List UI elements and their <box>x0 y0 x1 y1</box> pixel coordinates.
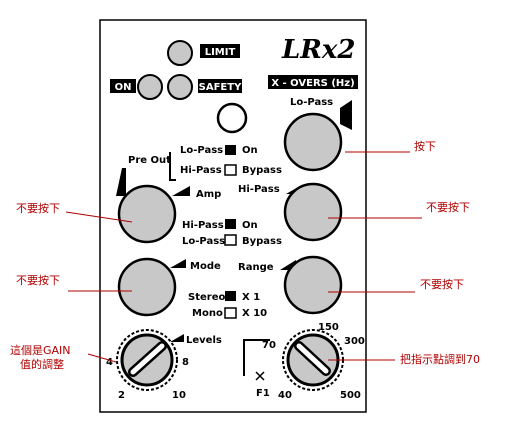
on-label-bg <box>110 79 136 93</box>
amp-wedge <box>172 186 190 196</box>
freq-tick-70: 70 <box>262 340 276 351</box>
freq-tick-40: 40 <box>278 390 292 401</box>
safety-led <box>167 74 193 100</box>
sw2-bypass: Bypass <box>242 236 282 247</box>
hipass-knob[interactable] <box>283 182 343 242</box>
sw2-top <box>225 219 236 229</box>
ann-mode: 不要按下 <box>16 273 60 287</box>
sw2-bottom <box>224 234 237 246</box>
xovers-label: X - OVERS (Hz) <box>271 78 354 89</box>
switch1-bracket <box>169 152 176 181</box>
freq-tick-500: 500 <box>340 390 361 401</box>
ann-line-gain <box>87 353 117 363</box>
f1-label: F1 <box>256 388 270 399</box>
freq-tick-300: 300 <box>344 336 365 347</box>
lopass-wedge <box>340 100 352 130</box>
levels-tick-4: 4 <box>106 357 113 368</box>
xovers-label-bg <box>268 75 358 89</box>
limit-label: LIMIT <box>205 47 236 58</box>
mode-label: Mode <box>190 261 221 272</box>
levels-tick-2: 2 <box>118 390 125 401</box>
ann-range: 不要按下 <box>420 277 464 291</box>
hipass-label: Hi-Pass <box>238 184 280 195</box>
sw3-a: Stereo <box>188 292 225 303</box>
sw2-a: Hi-Pass <box>182 220 224 231</box>
sw1-a: Lo-Pass <box>180 145 223 156</box>
limit-label-bg <box>200 44 240 58</box>
sw3-b: Mono <box>192 308 223 319</box>
logo: LRx2 <box>281 35 355 65</box>
freq-tick-150: 150 <box>318 322 339 333</box>
sw1-top <box>225 145 236 155</box>
preout-label: Pre Out <box>128 155 171 166</box>
sw1-bypass: Bypass <box>242 165 282 176</box>
sw1-on: On <box>242 145 258 156</box>
sw1-b: Hi-Pass <box>180 165 222 176</box>
lopass-label: Lo-Pass <box>290 97 333 108</box>
sw3-x10: X 10 <box>242 308 267 319</box>
ann-line-amp <box>65 211 133 223</box>
range-knob[interactable] <box>283 255 343 315</box>
ann-gain-2: 值的調整 <box>20 357 64 371</box>
amp-label: Amp <box>196 189 221 200</box>
levels-tick-10: 10 <box>172 390 186 401</box>
limit-led <box>167 40 193 66</box>
ann-gain-1: 這個是GAIN <box>10 343 71 357</box>
ann-lopass: 按下 <box>414 139 436 153</box>
sw3-x1: X 1 <box>242 292 260 303</box>
sw2-on: On <box>242 220 258 231</box>
ann-freq: 把指示點調到70 <box>400 352 480 366</box>
levels-label: Levels <box>186 335 222 346</box>
ann-amp: 不要按下 <box>16 201 60 215</box>
lopass-knob[interactable] <box>283 112 343 172</box>
safety-label-bg <box>198 79 242 93</box>
freq-knob[interactable] <box>282 329 344 391</box>
ann-hipass: 不要按下 <box>426 200 470 214</box>
range-label: Range <box>238 262 274 273</box>
on-led <box>137 74 163 100</box>
levels-knob[interactable] <box>116 329 178 391</box>
safety-label: SAFETY <box>199 82 242 93</box>
f1-bracket <box>243 339 270 376</box>
on-label: ON <box>115 82 132 93</box>
sw1-bottom <box>224 164 237 176</box>
small-ring <box>216 102 248 134</box>
sw3-bottom <box>224 307 237 319</box>
preout-wedge <box>116 168 126 196</box>
levels-wedge <box>170 334 184 342</box>
mode-knob[interactable] <box>117 257 177 317</box>
sw3-top <box>225 291 236 301</box>
levels-tick-8: 8 <box>182 357 189 368</box>
amp-knob[interactable] <box>117 184 177 244</box>
sw2-b: Lo-Pass <box>182 236 225 247</box>
f1-mark-b <box>255 371 265 381</box>
mode-wedge <box>170 259 186 268</box>
